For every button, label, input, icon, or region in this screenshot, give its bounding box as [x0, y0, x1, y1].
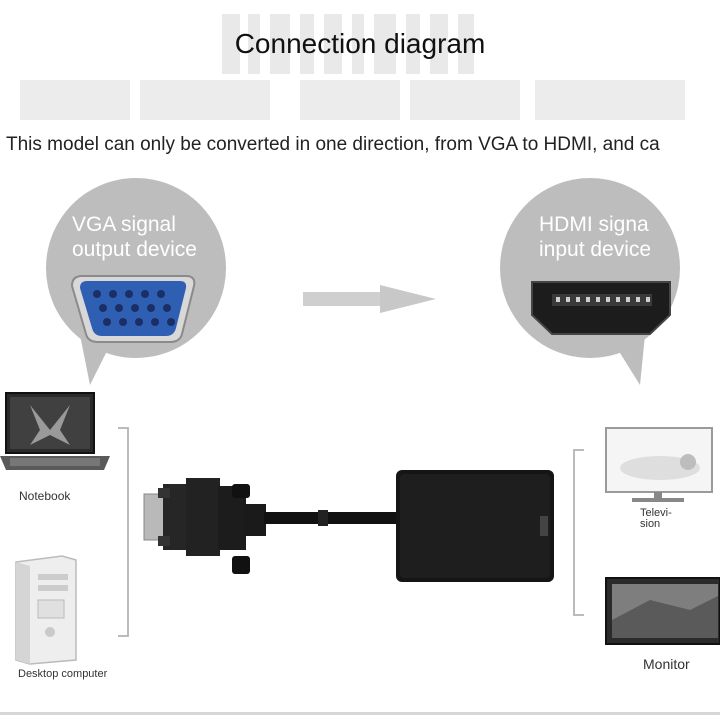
- bottom-divider: [0, 712, 720, 715]
- laptop-icon: [0, 392, 110, 470]
- television-caption: Televi- sion: [640, 508, 690, 530]
- hdmi-bubble-label: HDMI signa input device: [539, 212, 709, 262]
- vga-port-icon: [70, 275, 196, 343]
- hdmi-label-line1: HDMI signa: [539, 213, 649, 236]
- television-caption-line2: sion: [640, 518, 661, 530]
- desktop-computer-caption: Desktop computer: [18, 668, 108, 680]
- television-caption-line1: Televi-: [640, 507, 672, 519]
- hdmi-label-line2: input device: [539, 238, 652, 261]
- page-title: Connection diagram: [234, 28, 486, 59]
- notebook-caption: Notebook: [19, 489, 71, 503]
- vga-to-hdmi-adapter-icon: [396, 470, 554, 582]
- monitor-caption: Monitor: [643, 656, 690, 672]
- cable: [264, 510, 404, 526]
- television-icon: [605, 427, 713, 502]
- faded-background-text: [20, 14, 685, 120]
- vga-label-line1: VGA signal: [72, 213, 176, 236]
- vga-label-line2: output device: [72, 238, 197, 261]
- desktop-tower-icon: [15, 555, 77, 665]
- target-devices-bracket: [573, 449, 584, 616]
- right-arrow-icon: [303, 285, 436, 313]
- vga-male-connector-icon: [143, 478, 266, 574]
- monitor-icon: [605, 577, 720, 645]
- hdmi-port-icon: [531, 281, 671, 335]
- page-subtitle: This model can only be converted in one …: [6, 134, 660, 155]
- vga-bubble-label: VGA signal output device: [72, 212, 242, 262]
- source-devices-bracket: [118, 427, 129, 637]
